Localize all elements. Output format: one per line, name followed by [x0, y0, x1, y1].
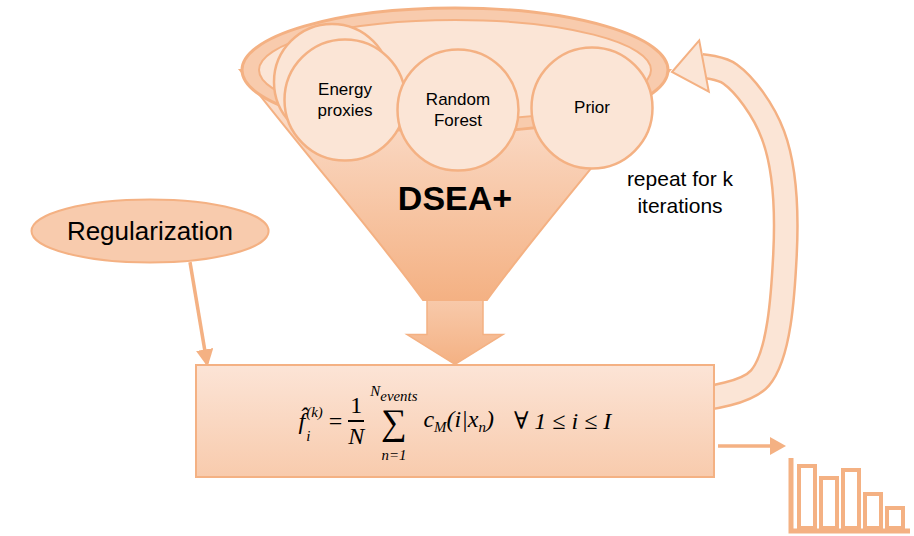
formula-text: N [370, 383, 380, 399]
histogram-bar [821, 478, 837, 528]
block-arrow [407, 296, 503, 364]
circle-shape [398, 50, 519, 171]
formula-slot: (k) [306, 397, 323, 421]
formula-text: events [380, 388, 417, 404]
formula-text: i [306, 428, 310, 444]
histogram-bar [843, 470, 859, 528]
regularization-ellipse: Regularization [30, 198, 270, 264]
formula-text: c [423, 406, 434, 432]
formula-text: n [478, 419, 485, 435]
histogram-bar [865, 494, 881, 528]
input-circle: Energy proxies [283, 38, 407, 162]
input-circle: Prior [530, 46, 654, 170]
formula-slot: ∀ 1 ≤ i ≤ I [514, 407, 612, 435]
connector-line [190, 262, 207, 363]
formula-text: ∑ [381, 402, 407, 442]
histogram-bar [799, 466, 815, 528]
formula-slot: 1 [350, 393, 362, 418]
histogram-bar [887, 508, 903, 528]
loop-arrow-border [702, 66, 786, 398]
node-label: Energy proxies [299, 79, 391, 122]
formula-slot: cM(i|xn) [423, 406, 493, 435]
output-arrow-head [770, 437, 786, 455]
formula-box: f̂(k)i=1NNevents∑n=1cM(i|xn)∀ 1 ≤ i ≤ I [195, 364, 715, 477]
formula-scripts: (k) i [306, 397, 323, 445]
formula-slot: N [348, 424, 364, 449]
edge-label-holder: repeat for k iterations [610, 165, 750, 220]
funnel-shape: Energy proxies Random Forest PriorDSEA+ [240, 0, 670, 300]
formula-text: ∀ 1 ≤ i ≤ I [514, 408, 612, 434]
input-circle: Random Forest [396, 48, 520, 172]
formula-text: (i|x [447, 406, 479, 432]
loop-arrow-body [702, 66, 786, 398]
histogram-axes [791, 458, 910, 531]
circle-shape [285, 40, 406, 161]
fraction-bar [348, 420, 364, 422]
formula-text: n=1 [381, 447, 406, 463]
circle-outline [283, 38, 407, 162]
formula-slot: Nevents [370, 376, 417, 404]
formula-row: f̂(k)i=1NNevents∑n=1cM(i|xn)∀ 1 ≤ i ≤ I [299, 376, 612, 465]
connector [407, 296, 503, 364]
formula-text: M [434, 419, 446, 435]
formula-slot: n=1 [381, 440, 406, 465]
node-label: Prior [574, 97, 610, 118]
connector [190, 262, 207, 363]
formula-text: N [348, 423, 364, 449]
formula-slot: = [329, 408, 343, 435]
node-label: Regularization [67, 216, 233, 247]
output-arrow [718, 437, 786, 455]
formula-fraction: 1N [348, 393, 364, 449]
ellipse-shape [31, 200, 268, 263]
edge-label: repeat for k iterations [610, 165, 750, 220]
formula-text: ) [486, 406, 494, 432]
circle-outline [396, 48, 520, 172]
funnel-title: DSEA+ [240, 178, 670, 219]
formula-slot: ∑ [381, 404, 407, 440]
circle-shape [532, 48, 653, 169]
formula-text: f̂ [299, 408, 306, 434]
node-label: Random Forest [412, 89, 504, 132]
histogram-icon [791, 458, 910, 531]
formula-text: = [329, 408, 343, 434]
formula-slot: i [306, 421, 310, 445]
formula-slot: f̂ [299, 408, 306, 435]
formula-group: f̂(k) i [299, 397, 323, 445]
formula-text: (k) [306, 404, 323, 420]
loop-arrow-head [672, 40, 709, 91]
connector [672, 40, 786, 398]
formula-sum: Nevents∑ n=1 [370, 376, 417, 465]
formula-text: 1 [350, 392, 362, 418]
output-arrow-line [718, 444, 772, 448]
